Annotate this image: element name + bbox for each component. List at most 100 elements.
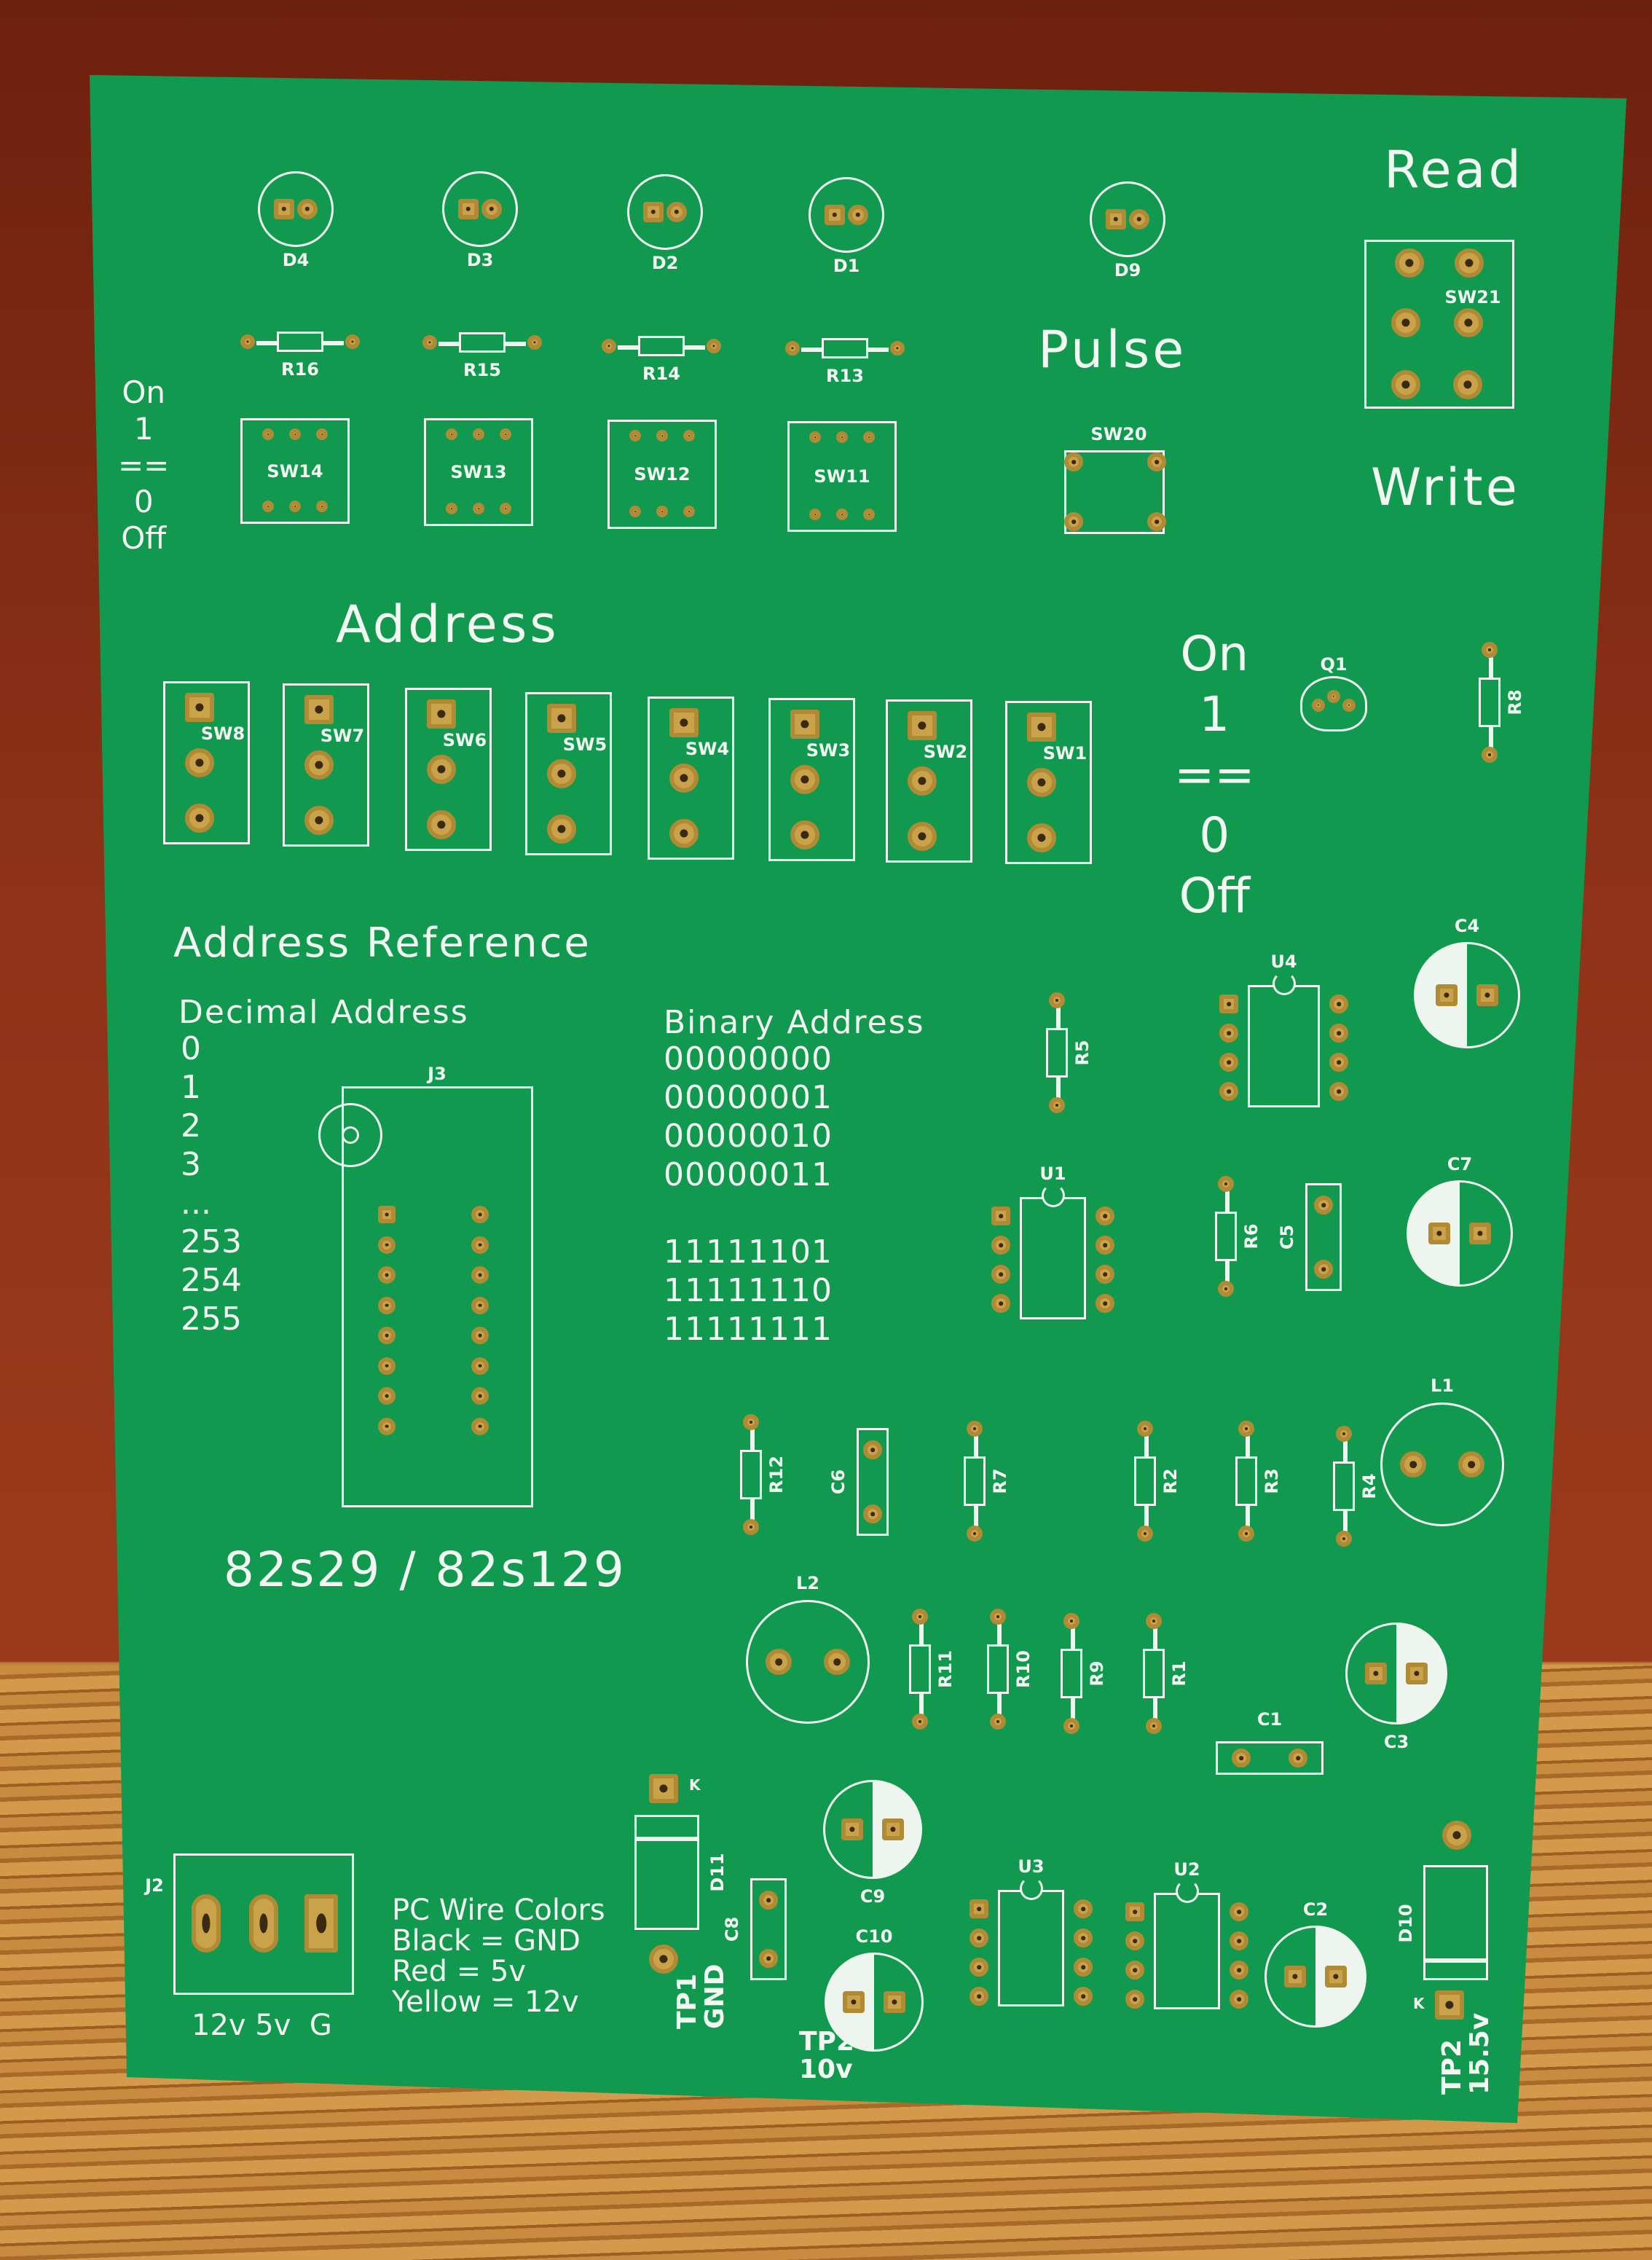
solder-pad bbox=[666, 202, 687, 222]
solder-pad bbox=[289, 428, 301, 440]
lead bbox=[1071, 1698, 1075, 1719]
solder-pad bbox=[304, 695, 334, 724]
solder-pad bbox=[1219, 1024, 1238, 1043]
solder-pad bbox=[908, 711, 937, 740]
switch-sw14 bbox=[240, 418, 350, 524]
solder-pad bbox=[304, 806, 334, 835]
ref-sw6: SW6 bbox=[442, 730, 487, 750]
solder-pad bbox=[1096, 1294, 1114, 1313]
solder-pad bbox=[1455, 248, 1484, 278]
solder-pad bbox=[1482, 747, 1498, 763]
ref-sw3: SW3 bbox=[806, 740, 851, 761]
decimal-address-header: Decimal Address bbox=[178, 994, 469, 1031]
solder-pad bbox=[1146, 1718, 1162, 1734]
capacitor-c7 bbox=[1407, 1180, 1513, 1287]
ref-r16: R16 bbox=[281, 359, 319, 380]
solder-pad bbox=[825, 205, 845, 225]
lead bbox=[1246, 1436, 1250, 1456]
solder-pad bbox=[969, 1899, 988, 1918]
lead bbox=[618, 345, 638, 350]
ref-r11: R11 bbox=[935, 1650, 956, 1688]
solder-pad bbox=[908, 766, 937, 796]
solder-pad bbox=[1218, 1176, 1234, 1192]
solder-pad bbox=[809, 431, 821, 443]
solder-pad bbox=[1137, 1421, 1153, 1437]
solder-pad bbox=[304, 750, 334, 780]
ref-sw12: SW12 bbox=[634, 464, 691, 484]
switch-sw21 bbox=[1364, 240, 1514, 409]
solder-pad bbox=[1230, 1961, 1248, 1980]
resistor-body-r13 bbox=[822, 338, 868, 358]
solder-pad bbox=[1230, 1990, 1248, 2009]
solder-pad bbox=[289, 501, 301, 512]
solder-pad bbox=[1219, 1082, 1238, 1101]
resistor-body-r6 bbox=[1215, 1212, 1237, 1261]
solder-pad bbox=[743, 1519, 759, 1535]
solder-pad bbox=[990, 1609, 1006, 1625]
solder-pad bbox=[863, 509, 875, 520]
solder-pad bbox=[1027, 713, 1056, 742]
ref-u1: U1 bbox=[1039, 1164, 1066, 1184]
solder-pad bbox=[1049, 1097, 1065, 1113]
ref-c3: C3 bbox=[1383, 1732, 1409, 1752]
solder-pad bbox=[836, 431, 848, 443]
socket-lever bbox=[318, 1103, 382, 1167]
solder-pad bbox=[1454, 308, 1483, 337]
ref-d9: D9 bbox=[1114, 260, 1141, 280]
capacitor-c10 bbox=[825, 1953, 924, 2052]
binary-address-item: 11111111 bbox=[664, 1311, 833, 1348]
solder-pad bbox=[707, 339, 721, 353]
ref-r3: R3 bbox=[1262, 1468, 1282, 1494]
solder-pad bbox=[629, 430, 641, 442]
ref-u3: U3 bbox=[1018, 1856, 1045, 1877]
ref-r10: R10 bbox=[1013, 1650, 1034, 1688]
ref-l2: L2 bbox=[796, 1573, 819, 1593]
ref-d10: D10 bbox=[1396, 1904, 1416, 1943]
decimal-address-item: 255 bbox=[181, 1300, 242, 1338]
switch-sw11 bbox=[787, 421, 897, 532]
ref-sw7: SW7 bbox=[320, 726, 365, 746]
solder-pad bbox=[1284, 1966, 1306, 1988]
solder-pad bbox=[262, 501, 274, 512]
solder-pad bbox=[841, 1818, 863, 1840]
solder-pad bbox=[1428, 1223, 1450, 1244]
solder-pad bbox=[743, 1414, 759, 1430]
solder-pad bbox=[527, 335, 542, 350]
address-label: Address bbox=[336, 595, 559, 654]
lead bbox=[974, 1436, 978, 1456]
solder-pad bbox=[1400, 1451, 1426, 1478]
ref-c7: C7 bbox=[1447, 1154, 1473, 1174]
wire-color-line: Red = 5v bbox=[392, 1955, 527, 1988]
power-pin-labels: 12v 5v G bbox=[192, 2009, 332, 2042]
capacitor-c2 bbox=[1264, 1926, 1366, 2028]
solder-pad bbox=[1219, 1053, 1238, 1072]
ic-u4 bbox=[1248, 985, 1320, 1107]
solder-pad bbox=[766, 1649, 792, 1675]
k-marker-d11: K bbox=[689, 1776, 701, 1794]
binary-address-item: 00000010 bbox=[664, 1118, 833, 1155]
ref-sw21: SW21 bbox=[1444, 287, 1501, 307]
ref-sw11: SW11 bbox=[814, 466, 870, 487]
ref-sw13: SW13 bbox=[450, 462, 507, 482]
lead bbox=[919, 1624, 924, 1644]
lead bbox=[1225, 1191, 1230, 1212]
resistor-body-r15 bbox=[459, 332, 506, 353]
ref-sw1: SW1 bbox=[1042, 743, 1087, 764]
solder-pad bbox=[683, 430, 695, 442]
lead bbox=[1343, 1511, 1348, 1531]
solder-pad bbox=[1406, 1663, 1428, 1684]
ref-c10: C10 bbox=[855, 1926, 893, 1947]
ref-r7: R7 bbox=[990, 1468, 1010, 1494]
ic-u3 bbox=[998, 1890, 1064, 2006]
solder-pad bbox=[547, 704, 576, 733]
resistor-body-r14 bbox=[638, 336, 685, 356]
solder-pad bbox=[1064, 512, 1083, 531]
led-footprint-d4 bbox=[258, 171, 334, 247]
solder-pad bbox=[1342, 699, 1356, 712]
ref-d2: D2 bbox=[651, 253, 679, 273]
decimal-address-item: 3 bbox=[181, 1146, 201, 1183]
solder-pad bbox=[908, 822, 937, 851]
ref-sw20: SW20 bbox=[1090, 424, 1147, 444]
